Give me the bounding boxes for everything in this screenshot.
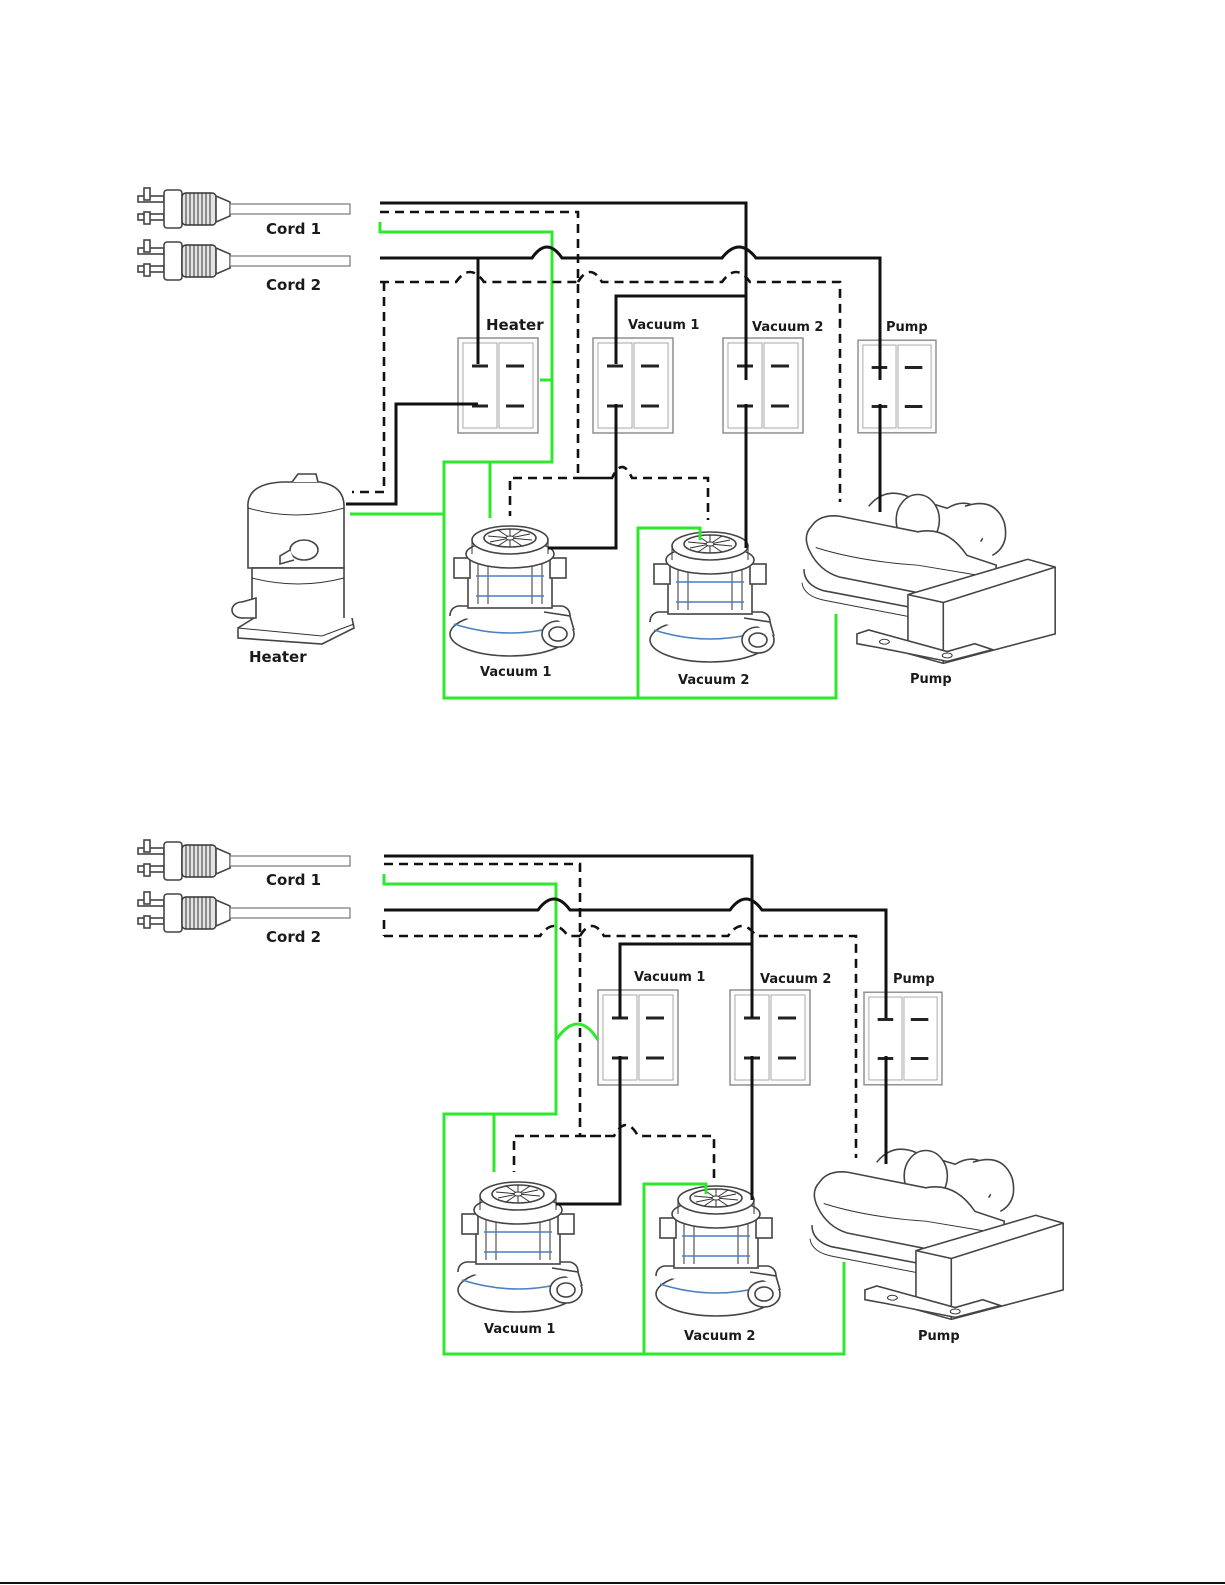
label-vacuum-1: Vacuum 1 <box>484 1322 555 1337</box>
heater-unit-icon <box>232 474 354 644</box>
label-cord-2: Cord 2 <box>266 928 321 946</box>
label-vacuum-1: Vacuum 1 <box>480 665 551 680</box>
label-switch-pump: Pump <box>893 972 935 987</box>
diagram-2: Cord 1 Cord 2 Vacuum 1 Vacuum 2 Pump Vac… <box>138 840 1063 1354</box>
label-switch-pump: Pump <box>886 320 928 335</box>
vacuum-2-motor-icon <box>656 1186 780 1316</box>
cord-2-plug-icon <box>138 240 350 280</box>
vacuum-2-motor-icon <box>650 532 774 662</box>
label-pump: Pump <box>918 1329 960 1344</box>
label-cord-2: Cord 2 <box>266 276 321 294</box>
label-switch-vacuum-2: Vacuum 2 <box>752 320 823 335</box>
vacuum-1-motor-icon <box>450 526 574 656</box>
label-switch-heater: Heater <box>486 316 544 334</box>
switch-pump <box>864 992 942 1085</box>
switch-vacuum-2 <box>730 990 810 1085</box>
pump-unit-icon <box>802 493 1055 663</box>
label-switch-vacuum-1: Vacuum 1 <box>634 970 705 985</box>
switch-vacuum-1 <box>598 990 678 1085</box>
label-switch-vacuum-1: Vacuum 1 <box>628 318 699 333</box>
switch-heater <box>458 338 538 433</box>
label-cord-1: Cord 1 <box>266 871 321 889</box>
label-switch-vacuum-2: Vacuum 2 <box>760 972 831 987</box>
switch-vacuum-1 <box>593 338 673 433</box>
switch-pump <box>858 340 936 433</box>
cord-2-plug-icon <box>138 892 350 932</box>
label-cord-1: Cord 1 <box>266 220 321 238</box>
label-heater: Heater <box>249 648 307 666</box>
label-vacuum-2: Vacuum 2 <box>678 673 749 688</box>
diagram-1: Cord 1 Cord 2 Heater Vacuum 1 Vacuum 2 P… <box>138 188 1055 698</box>
vacuum-1-motor-icon <box>458 1182 582 1312</box>
label-pump: Pump <box>910 672 952 687</box>
pump-unit-icon <box>810 1149 1063 1319</box>
label-vacuum-2: Vacuum 2 <box>684 1329 755 1344</box>
switch-vacuum-2 <box>723 338 803 433</box>
